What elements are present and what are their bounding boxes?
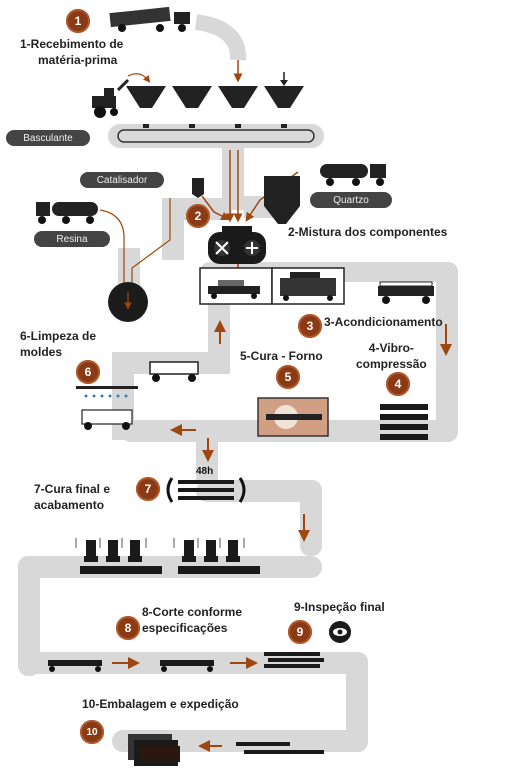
- cutting-cart-2: [160, 660, 214, 672]
- basculante-tag: Basculante: [6, 130, 90, 146]
- step-1-label-line-1: 1-Recebimento de: [20, 37, 124, 51]
- quartzo-tag: Quartzo: [310, 192, 392, 208]
- step-4-badge: 4: [386, 372, 410, 396]
- step-4-label: 4-Vibro- compressão: [356, 340, 427, 372]
- step-2-badge: 2: [186, 204, 210, 228]
- step-1-label-line-2: matéria-prima: [37, 53, 118, 67]
- step-4-label-line-1: 4-Vibro-: [368, 341, 414, 355]
- cure-time-label: 48h: [196, 466, 214, 477]
- packaging-stack: [128, 734, 180, 766]
- step-6-label: 6-Limpeza de moldes: [20, 328, 96, 360]
- step-10-label: 10-Embalagem e expedição: [82, 697, 239, 711]
- delivery-truck-icon: [109, 6, 190, 32]
- hoppers-icon: [126, 86, 304, 108]
- step-3-label: 3-Acondicionamento: [324, 315, 443, 329]
- mixer-icon: [208, 226, 266, 264]
- step-6-badge: 6: [76, 360, 100, 384]
- step-7-label-line-1: 7-Cura final e: [34, 482, 111, 496]
- step-10-badge: 10: [80, 720, 104, 744]
- step-9-label: 9-Inspeção final: [294, 600, 385, 614]
- step-8-label-line-2: especificações: [142, 621, 228, 635]
- resina-tag: Resina: [34, 231, 110, 247]
- eye-icon: [329, 621, 351, 643]
- finishing-machines-right: [178, 540, 260, 574]
- oven-icon: [257, 397, 329, 437]
- cutting-cart-1: [48, 660, 102, 672]
- step-1-badge: 1: [66, 9, 90, 33]
- cleaning-cart-icon: [149, 361, 199, 382]
- step-4-label-line-2: compressão: [356, 357, 427, 371]
- quartz-truck-icon: [320, 164, 386, 186]
- cleaning-station-icon: [76, 386, 138, 430]
- step-8-label-line-1: 8-Corte conforme: [142, 605, 243, 619]
- conditioning-cart-2: [280, 272, 336, 301]
- step-8-label: 8-Corte conforme especificações: [142, 604, 242, 636]
- packaging-slabs: [236, 742, 324, 754]
- conditioning-cart-1: [208, 280, 260, 299]
- cure-stack-icon: [166, 477, 246, 503]
- quartz-hopper-icon: [264, 176, 300, 224]
- step-7-badge: 7: [136, 477, 160, 501]
- step-7-label: 7-Cura final e acabamento: [34, 481, 110, 513]
- step-6-label-line-2: moldes: [20, 345, 63, 359]
- vibro-press-icon: [380, 404, 428, 440]
- catalyst-container-icon: [192, 178, 204, 198]
- step-5-label: 5-Cura - Forno: [240, 349, 323, 363]
- step-7-label-line-2: acabamento: [34, 498, 105, 512]
- tractor-icon: [92, 78, 130, 118]
- step-3-badge: 3: [298, 314, 322, 338]
- finishing-machines-left: [80, 540, 162, 574]
- step-1-label: 1-Recebimento de matéria-prima: [20, 36, 123, 68]
- catalisador-tag: Catalisador: [80, 172, 164, 188]
- step-5-badge: 5: [276, 365, 300, 389]
- step-2-label: 2-Mistura dos componentes: [288, 225, 448, 239]
- inspection-stack: [264, 652, 324, 668]
- step-8-badge: 8: [116, 616, 140, 640]
- step-9-badge: 9: [288, 620, 312, 644]
- step-6-label-line-1: 6-Limpeza de: [20, 329, 97, 343]
- mold-cart-right: [378, 281, 434, 304]
- resin-truck-icon: [36, 202, 98, 224]
